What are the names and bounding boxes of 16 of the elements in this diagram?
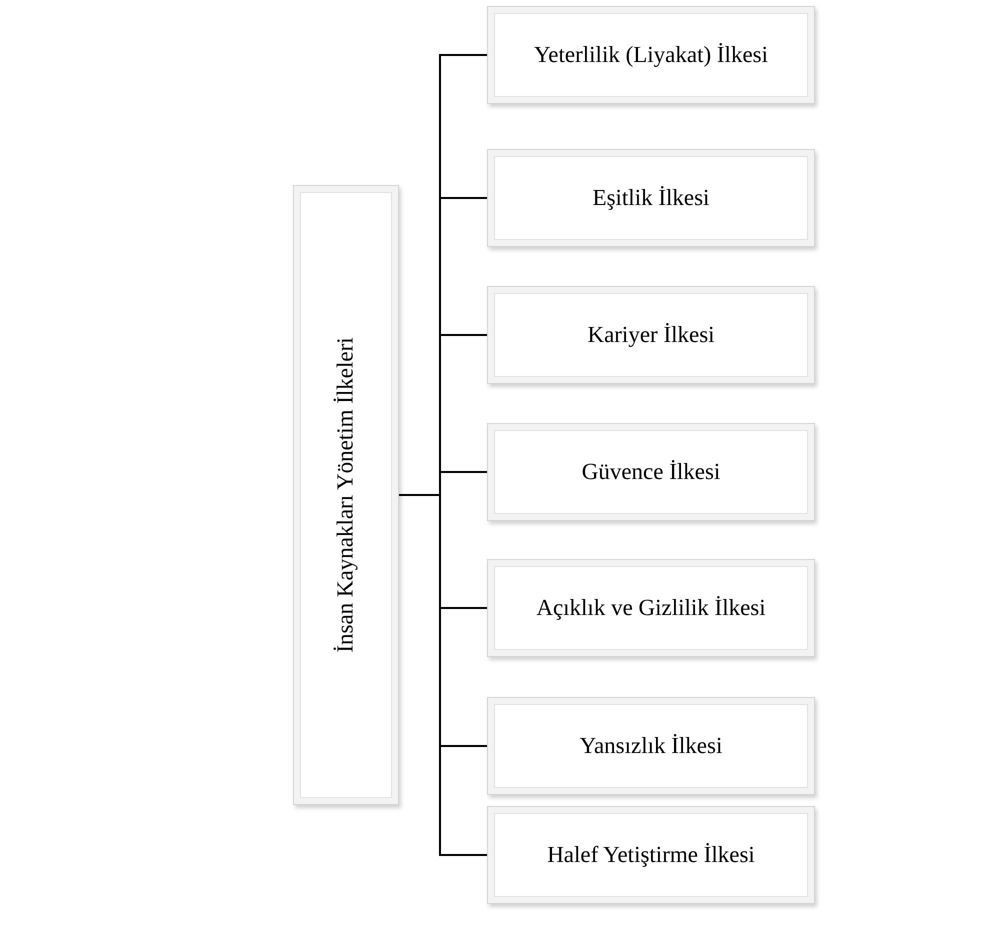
- process-box: [487, 6, 815, 104]
- process-box: [487, 697, 815, 795]
- box-label: Yeterlilik (Liyakat) İlkesi: [534, 42, 768, 68]
- process-box: [487, 149, 815, 247]
- process-box: [487, 286, 815, 384]
- process-box: [487, 423, 815, 521]
- box-label: Güvence İlkesi: [582, 459, 720, 485]
- process-box: [487, 806, 815, 904]
- process-box: [293, 185, 399, 805]
- box-label: Halef Yetiştirme İlkesi: [547, 842, 755, 868]
- box-label: Kariyer İlkesi: [587, 322, 715, 348]
- box-label: İnsan Kaynakları Yönetim İlkeleri: [333, 337, 359, 653]
- box-label: Açıklık ve Gizlilik İlkesi: [536, 595, 766, 621]
- process-box: [487, 559, 815, 657]
- box-label: Yansızlık İlkesi: [580, 733, 722, 759]
- box-label: Eşitlik İlkesi: [592, 185, 710, 211]
